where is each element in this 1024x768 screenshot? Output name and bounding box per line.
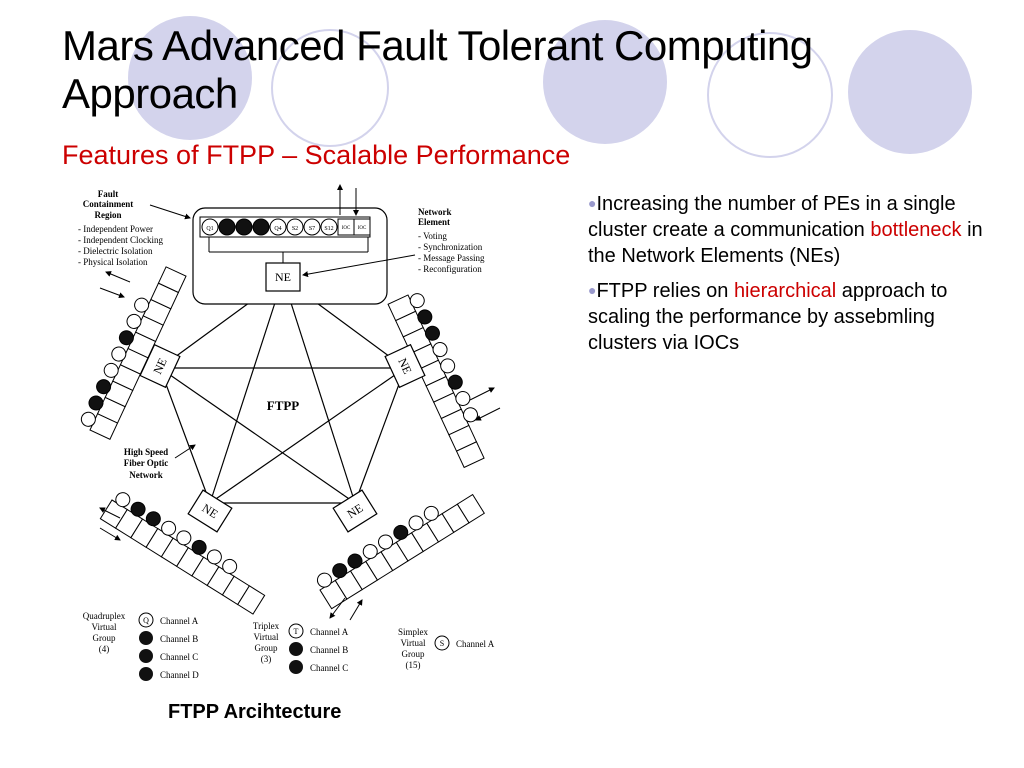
svg-text:Group: Group <box>402 649 425 659</box>
fiber-annotation: High Speed Fiber Optic Network <box>124 444 196 480</box>
cell-label: S2 <box>292 226 298 232</box>
ne-item: - Synchronization <box>418 242 483 252</box>
legend-simplex: Simplex Virtual Group (15) S Channel A <box>398 627 495 670</box>
svg-text:Virtual: Virtual <box>401 638 426 648</box>
fcr-item: - Independent Clocking <box>78 235 163 245</box>
bullet-text: Increasing the number of PEs in a single… <box>588 193 956 241</box>
legend-channel: Channel A <box>310 627 349 637</box>
bullet-list: ●Increasing the number of PEs in a singl… <box>588 190 988 364</box>
svg-text:High Speed: High Speed <box>124 447 168 457</box>
legend-channel: Channel B <box>160 634 198 644</box>
ne-item: - Voting <box>418 231 447 241</box>
cell-label: S12 <box>324 226 333 232</box>
slide-subtitle: Features of FTPP – Scalable Performance <box>62 140 571 170</box>
bottom-right-cluster <box>312 483 485 610</box>
cell-label: Q4 <box>274 226 281 232</box>
fcr-item: - Physical Isolation <box>78 257 148 267</box>
cell-label: IOC <box>342 226 351 231</box>
bottom-left-cluster <box>99 488 273 615</box>
diagram-caption: FTPP Arcihtecture <box>168 701 342 723</box>
top-cluster: Q1 Q4 S2 S7 S12 IOC IOC NE <box>192 184 388 305</box>
bullet-text: approach to scaling the performance by a… <box>588 280 948 354</box>
bullet-text: FTPP relies on <box>596 280 734 302</box>
svg-text:Virtual: Virtual <box>254 632 279 642</box>
legend-channel: Channel B <box>310 645 348 655</box>
svg-text:Simplex: Simplex <box>398 627 429 637</box>
fcr-item: - Dielectric Isolation <box>78 246 153 256</box>
svg-text:Fault: Fault <box>98 189 119 199</box>
svg-text:Group: Group <box>255 643 278 653</box>
svg-text:Virtual: Virtual <box>92 622 117 632</box>
legend-channel: Channel C <box>160 652 198 662</box>
legend-count: (3) <box>261 654 272 664</box>
ftpp-center-label: FTPP <box>267 398 300 413</box>
ne-item: - Reconfiguration <box>418 264 482 274</box>
bullet-dot-icon: ● <box>588 282 597 298</box>
svg-text:Network: Network <box>418 207 452 217</box>
cell-label: IOC <box>358 226 367 231</box>
legend-triplex: Triplex Virtual Group (3) T Channel A Ch… <box>253 621 349 674</box>
svg-text:Group: Group <box>93 633 116 643</box>
legend-channel: Channel A <box>456 639 495 649</box>
cell-label: S7 <box>309 226 315 232</box>
svg-text:Containment: Containment <box>83 199 134 209</box>
ne-label: NE <box>150 356 169 376</box>
bullet-dot-icon: ● <box>588 195 597 211</box>
bullet-highlight: hierarchical <box>733 280 837 302</box>
legend-count: (4) <box>99 644 110 654</box>
bullet-highlight: bottleneck <box>870 219 962 241</box>
fcr-item: - Independent Power <box>78 224 153 234</box>
svg-text:Fiber Optic: Fiber Optic <box>124 458 169 468</box>
ne-item: - Message Passing <box>418 253 485 263</box>
network-element-annotation: Network Element - Voting - Synchronizati… <box>302 207 485 278</box>
svg-text:Element: Element <box>418 217 450 227</box>
svg-text:Network: Network <box>129 470 163 480</box>
legend-quadruplex: Quadruplex Virtual Group (4) Q Channel A… <box>83 611 199 681</box>
ne-label: NE <box>275 270 291 284</box>
bullet-item: ●Increasing the number of PEs in a singl… <box>588 190 988 269</box>
legend-symbol: T <box>294 627 299 636</box>
cell-label: Q1 <box>206 226 213 232</box>
bullet-text: in the Network Elements (NEs) <box>588 219 983 267</box>
legend-count: (15) <box>406 660 421 670</box>
legend-channel: Channel A <box>160 616 199 626</box>
svg-text:Quadruplex: Quadruplex <box>83 611 126 621</box>
slide-title: Mars Advanced Fault Tolerant Computing A… <box>62 22 813 117</box>
network-links <box>159 277 406 504</box>
ne-label: NE <box>395 356 414 376</box>
bullet-item: ●FTPP relies on hierarchical approach to… <box>588 277 988 356</box>
legend-symbol: Q <box>143 616 149 625</box>
svg-text:Region: Region <box>95 210 122 220</box>
svg-text:Triplex: Triplex <box>253 621 280 631</box>
legend-channel: Channel D <box>160 670 199 680</box>
legend-symbol: S <box>440 639 444 648</box>
legend-channel: Channel C <box>310 663 348 673</box>
fcr-annotation: Fault Containment Region - Independent P… <box>78 189 191 267</box>
left-cluster <box>77 260 187 440</box>
